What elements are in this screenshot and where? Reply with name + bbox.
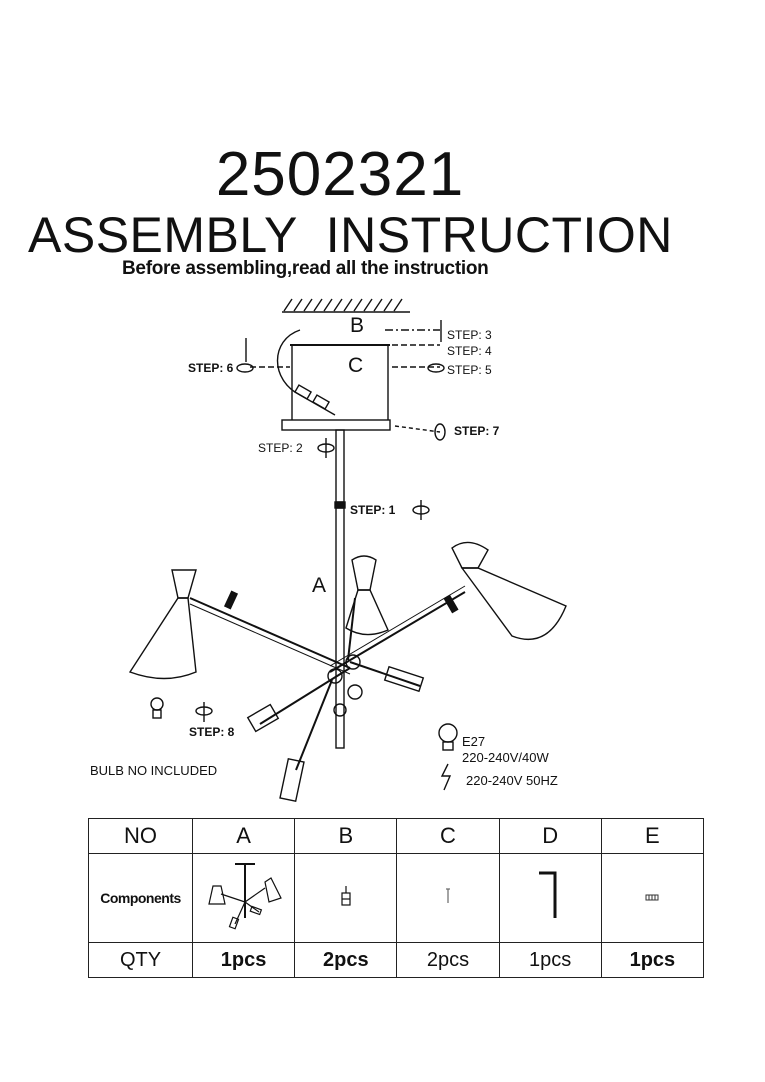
- qty-d: 1pcs: [498, 942, 602, 978]
- step-4-label: STEP: 4: [447, 344, 492, 358]
- qty-label: QTY: [88, 942, 193, 978]
- model-number: 2502321: [215, 140, 465, 209]
- header-e: E: [600, 818, 705, 854]
- bulb-socket: E27: [462, 734, 486, 749]
- screw-anchor-icon: [341, 885, 351, 906]
- parts-table: NO A B C D E Components: [88, 818, 705, 978]
- page-subtitle: Before assembling,read all the instructi…: [122, 258, 489, 279]
- component-d-cell: [498, 853, 602, 943]
- qty-row: QTY 1pcs 2pcs 2pcs 1pcs 1pcs: [88, 942, 705, 978]
- hex-key-icon: [539, 871, 557, 918]
- lamp-shades: [128, 541, 567, 803]
- qty-e: 1pcs: [600, 942, 705, 978]
- component-b-cell: [294, 853, 398, 943]
- mounting-bracket: [245, 320, 442, 433]
- part-label-b: B: [350, 314, 365, 337]
- table-header-row: NO A B C D E: [88, 818, 705, 854]
- central-stem: [334, 429, 346, 749]
- step-icons: [195, 363, 446, 722]
- qty-b: 2pcs: [294, 942, 398, 978]
- header-no: NO: [88, 818, 193, 854]
- component-a-cell: [191, 853, 296, 943]
- header-b: B: [294, 818, 398, 854]
- step-2-label: STEP: 2: [258, 441, 303, 455]
- chandelier-thumbnail: [207, 862, 282, 929]
- supply-rating: 220-240V 50HZ: [466, 773, 558, 788]
- part-label-a: A: [312, 574, 327, 597]
- header-c: C: [396, 818, 500, 854]
- chandelier-arms: [189, 585, 466, 771]
- component-c-cell: [396, 853, 500, 943]
- bulb-icons: [150, 697, 458, 791]
- header-d: D: [498, 818, 602, 854]
- bulb-note: BULB NO INCLUDED: [90, 763, 218, 778]
- component-e-cell: [600, 853, 705, 943]
- step-3-label: STEP: 3: [447, 328, 492, 342]
- header-a: A: [191, 818, 296, 854]
- step-5-label: STEP: 5: [447, 363, 492, 377]
- connector-icon: [645, 894, 659, 901]
- qty-a: 1pcs: [191, 942, 296, 978]
- bulb-rating: 220-240V/40W: [462, 750, 549, 765]
- components-label: Components: [88, 853, 193, 943]
- ceiling-hatch: [282, 298, 410, 313]
- screw-icon: [445, 887, 450, 903]
- step-8-label: STEP: 8: [189, 725, 235, 739]
- step-6-label: STEP: 6: [188, 361, 234, 375]
- qty-c: 2pcs: [396, 942, 500, 978]
- components-row: Components: [88, 853, 705, 943]
- step-7-label: STEP: 7: [454, 424, 500, 438]
- step-1-label: STEP: 1: [350, 503, 396, 517]
- page-title: ASSEMBLY INSTRUCTION: [28, 207, 673, 263]
- part-label-c: C: [348, 354, 364, 377]
